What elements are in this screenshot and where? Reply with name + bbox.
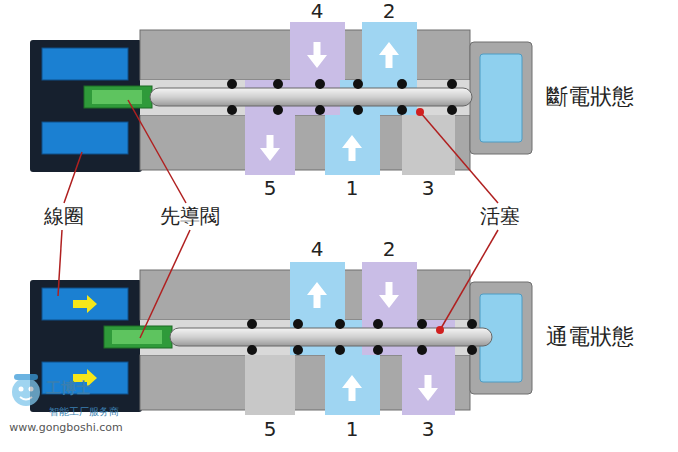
valve-part	[402, 115, 455, 175]
leader-dots	[416, 108, 444, 334]
valve-part	[58, 230, 62, 296]
valve-part	[307, 42, 327, 68]
valve-part	[362, 22, 417, 80]
part-name: 活塞	[480, 205, 520, 228]
valve-part	[73, 295, 97, 313]
leader-lines	[58, 100, 498, 338]
valve-part	[402, 355, 455, 415]
valve-part	[128, 100, 186, 203]
valve-part	[20, 397, 32, 400]
valve-part	[84, 79, 472, 115]
port-number: 2	[383, 0, 396, 23]
valve-part	[140, 230, 190, 338]
valve-part	[418, 375, 438, 401]
port-number: 4	[311, 0, 324, 23]
valve-part	[325, 355, 380, 415]
port-number: 3	[422, 418, 435, 441]
valve-part	[379, 42, 399, 68]
part-name: 線圈	[44, 205, 84, 228]
port-number: 4	[311, 238, 324, 261]
valve-part	[64, 152, 82, 203]
valve-part	[290, 22, 345, 80]
valve-part	[245, 355, 295, 415]
valve-part	[260, 135, 280, 161]
valve-part	[290, 262, 345, 320]
valve-on-state	[30, 262, 532, 415]
port-number: 1	[346, 177, 359, 200]
part-name: 先導閥	[160, 205, 220, 228]
valve-part	[342, 375, 362, 401]
state-label: 斷電狀態	[546, 84, 634, 109]
watermark: 工博士	[46, 380, 91, 397]
state-label: 通電狀態	[546, 324, 634, 349]
valve-part	[12, 378, 40, 406]
port-number: 3	[422, 177, 435, 200]
watermark: www.gongboshi.com	[9, 422, 123, 435]
valve-part	[245, 115, 295, 175]
valve-part	[379, 282, 399, 308]
valve-part	[416, 108, 424, 116]
valve-part	[29, 387, 34, 392]
valve-part	[307, 282, 327, 308]
valve-part	[436, 326, 444, 334]
port-number: 1	[346, 418, 359, 441]
port-number: 5	[264, 418, 277, 441]
valve-part	[325, 115, 380, 175]
valve-part	[104, 319, 492, 355]
port-number: 2	[383, 238, 396, 261]
valve-part	[362, 262, 417, 320]
port-number: 5	[264, 177, 277, 200]
valve-part	[420, 112, 498, 203]
valve-part	[14, 374, 38, 380]
valve-part	[440, 230, 498, 330]
valve-part	[19, 387, 24, 392]
valve-part	[342, 135, 362, 161]
valve-off-state	[30, 22, 532, 175]
watermark: 智能工厂服务商	[49, 406, 119, 418]
watermark-icon	[12, 374, 40, 406]
